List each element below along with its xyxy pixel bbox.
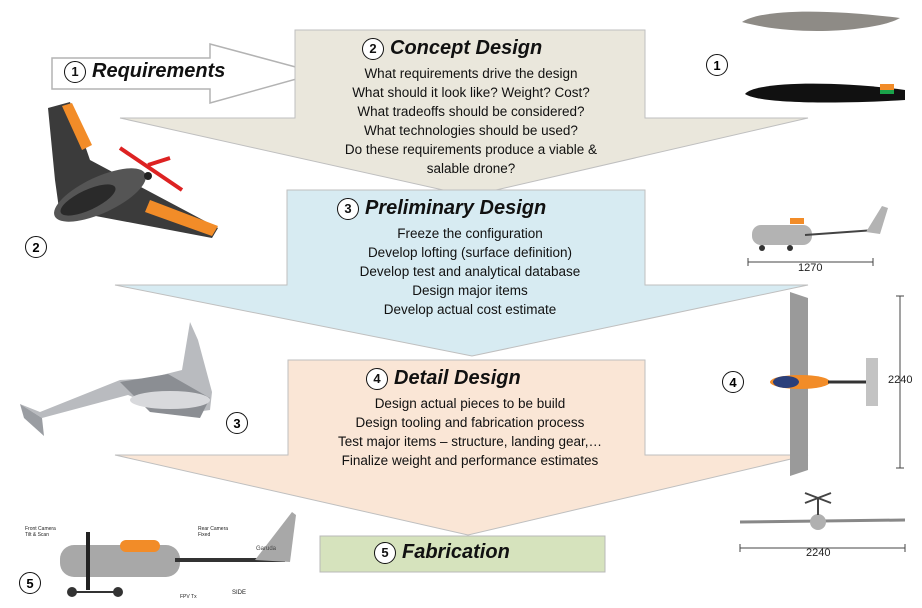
concept-design-arrow [119,29,809,197]
stage-title: Detail Design [394,367,521,389]
stage-preliminary-design: 3 Preliminary Design [337,197,546,220]
side-view-label: SIDE [232,590,247,596]
list-item: Do these requirements produce a viable &… [344,142,598,176]
list-item: Finalize weight and performance estimate… [341,453,599,468]
concept-drone-images [742,11,905,103]
stage-title: Preliminary Design [365,197,547,219]
detail-drone-top-image [770,292,904,476]
image-number-badge: 4 [722,371,744,393]
list-item: What requirements drive the design [364,66,578,81]
front-camera-label: Front Camera Tilt & Scan [25,526,56,538]
stage-number-badge: 2 [362,37,384,60]
stage-concept-design: 2 Concept Design [362,37,542,60]
image-number-badge: 3 [226,412,248,434]
drone-front-view-image [739,492,906,552]
stage-title: Concept Design [390,37,543,59]
stage-number-badge: 4 [366,367,388,390]
fabrication-box [319,535,606,573]
stage-title: Requirements [92,60,226,82]
detail-design-arrow [114,359,809,536]
blended-wing-drone-image [20,322,212,436]
image-number-badge: 1 [706,54,728,76]
list-item: Develop test and analytical database [359,264,581,279]
twin-boom-drone-side-image [60,512,296,597]
list-item: Develop actual cost estimate [383,302,557,317]
dimension-span-label: 2240 [888,374,913,386]
list-item: Test major items – structure, landing ge… [337,434,603,449]
image-number-badge: 5 [19,572,41,594]
image-number-badge: 2 [25,236,47,258]
detail-design-items: Design actual pieces to be build Design … [300,394,640,470]
preliminary-drone-side-image [747,206,888,266]
list-item: What technologies should be used? [364,123,578,138]
list-item: Design tooling and fabrication process [355,415,585,430]
list-item: What tradeoffs should be considered? [357,104,585,119]
dimension-length-label: 1270 [798,262,823,274]
list-item: Design major items [412,283,528,298]
requirements-arrow [51,43,321,104]
list-item: Freeze the configuration [397,226,543,241]
list-item: Design actual pieces to be build [374,396,566,411]
stage-detail-design: 4 Detail Design [366,367,521,390]
concept-design-items: What requirements drive the design What … [330,64,612,178]
flying-wing-drone-image [48,102,218,238]
preliminary-design-items: Freeze the configuration Develop lofting… [300,224,640,319]
fpv-tx-label: FPV Tx [180,594,197,600]
list-item: What should it look like? Weight? Cost? [352,85,590,100]
list-item: Develop lofting (surface definition) [367,245,573,260]
rear-camera-label: Rear Camera Fixed [198,526,229,538]
dimension-front-label: 2240 [806,547,831,559]
stage-fabrication: 5 Fabrication [374,541,510,564]
stage-title: Fabrication [402,541,510,563]
preliminary-design-arrow [114,189,809,357]
tail-marking-label: Garuda [256,546,277,552]
stage-number-badge: 5 [374,541,396,564]
stage-number-badge: 1 [64,60,86,83]
stage-requirements: 1 Requirements [64,60,225,83]
stage-number-badge: 3 [337,197,359,220]
